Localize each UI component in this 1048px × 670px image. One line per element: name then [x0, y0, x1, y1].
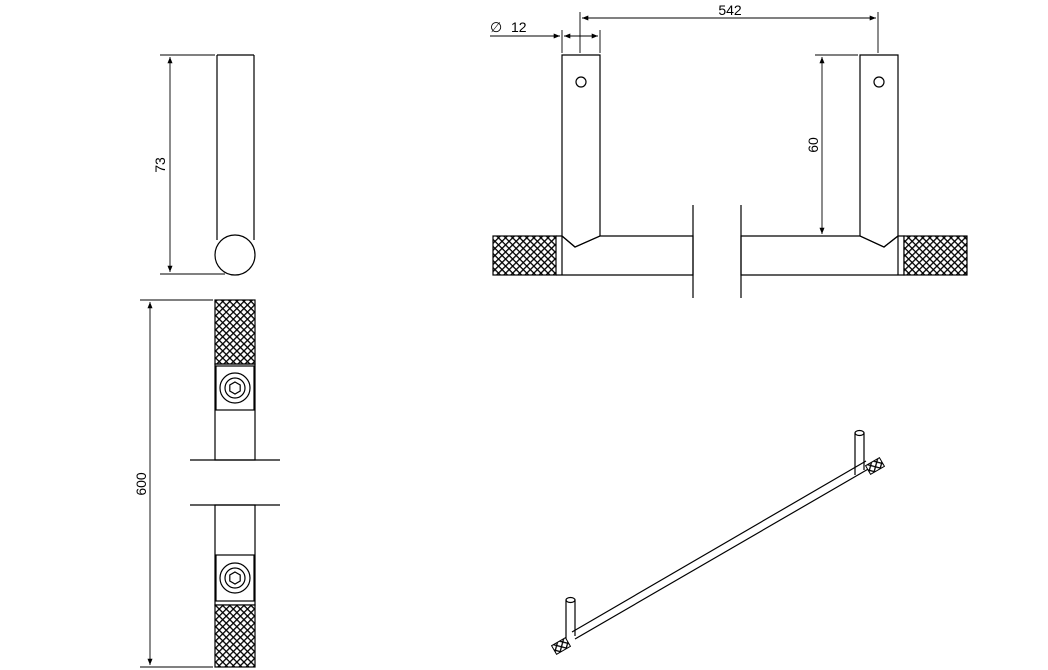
- post-mount-top: [215, 365, 255, 411]
- side-view: 73: [152, 54, 256, 276]
- screw-outer-bottom: [219, 562, 251, 594]
- iso-bar-edge-bottom: [574, 467, 871, 640]
- dim-label-diameter: 12: [511, 19, 527, 35]
- iso-bar-edge-top: [571, 460, 867, 633]
- hex-socket-bottom-icon: [229, 571, 241, 585]
- top-view: 600: [133, 299, 280, 668]
- front-view: 542 ∅ 12 60: [490, 2, 968, 298]
- post-right: [859, 54, 899, 248]
- diameter-symbol: ∅: [490, 19, 502, 35]
- screw-inner-top: [224, 377, 246, 399]
- bar-right-segment: [740, 235, 905, 276]
- bar-end-circle: [214, 234, 256, 276]
- screw-outer-top: [219, 372, 251, 404]
- knurl-grip-bottom: [214, 604, 256, 668]
- knurl-grip-top: [214, 299, 256, 365]
- iso-post-left-top: [565, 596, 576, 604]
- isometric-view: [550, 429, 886, 656]
- dim-label-60: 60: [805, 137, 821, 153]
- iso-knurl-right: [864, 456, 886, 476]
- post-left-hole: [575, 76, 587, 88]
- iso-knurl-left: [550, 636, 572, 656]
- screw-inner-bottom: [224, 567, 246, 589]
- post-mount-bottom: [215, 554, 255, 602]
- iso-post-right-top: [854, 429, 865, 437]
- dim-label-73: 73: [152, 157, 168, 173]
- hex-socket-top-icon: [229, 381, 241, 395]
- post-right-hole: [873, 76, 885, 88]
- dim-label-542: 542: [718, 2, 742, 18]
- post-left: [561, 54, 601, 248]
- knurl-grip-right: [903, 235, 968, 276]
- bar-left-segment: [556, 235, 694, 276]
- knurl-grip-left: [492, 235, 557, 276]
- dim-label-600: 600: [133, 472, 149, 496]
